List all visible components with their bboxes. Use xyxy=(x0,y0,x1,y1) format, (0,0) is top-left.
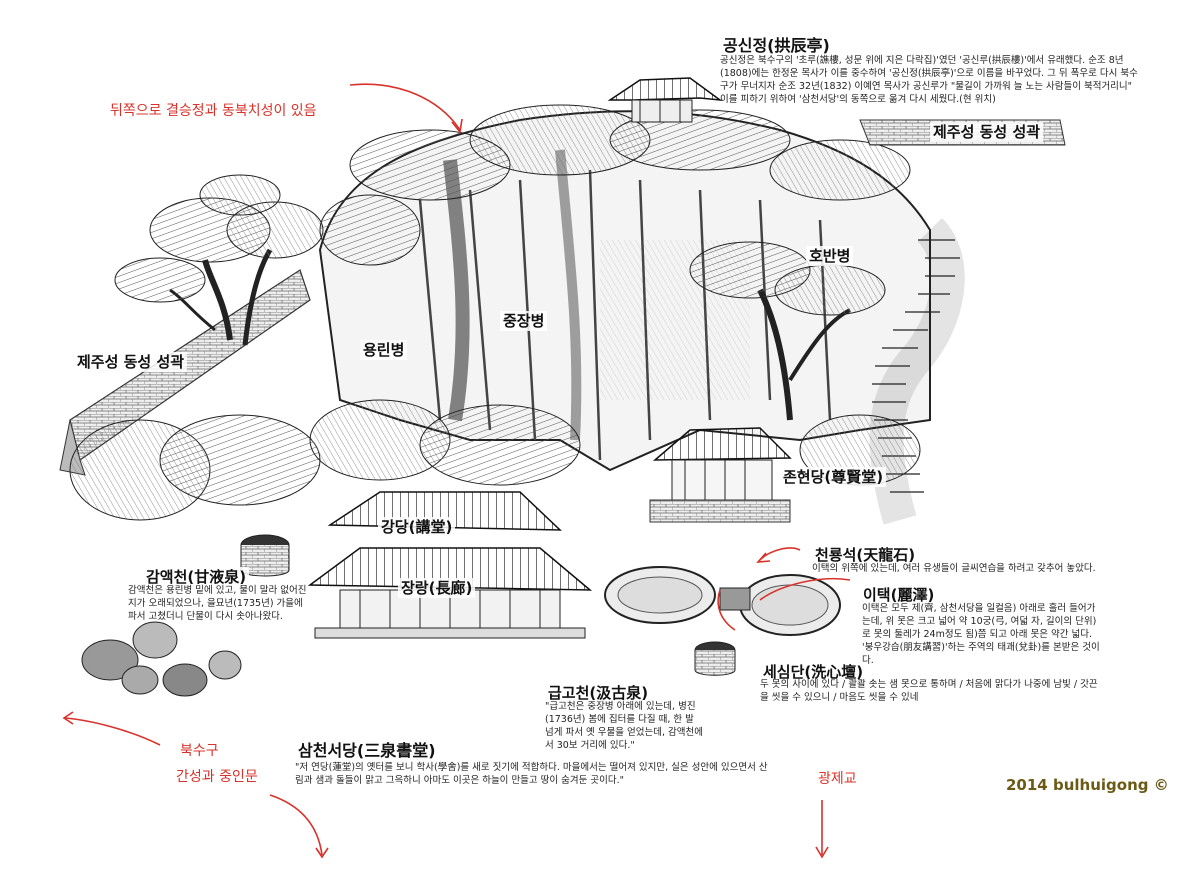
rock-pile xyxy=(81,621,242,697)
buksugu-annotation: 북수구 xyxy=(180,743,219,759)
gansung-annotation: 간성과 중인문 xyxy=(176,769,258,785)
itaek-label: 이택(麗澤) xyxy=(860,585,938,605)
behind-note-annotation: 뒤쪽으로 결승정과 동북치성이 있음 xyxy=(110,103,317,119)
shrub-row xyxy=(69,399,921,521)
hobanbyeong-label: 호반병 xyxy=(806,246,854,266)
gamaekcheon-description: 감액천은 용린병 밑에 있고, 물이 말라 없어진 지가 오래되었으나, 을묘년… xyxy=(128,585,307,622)
cheonryongseok-label: 천룡석(天龍石) xyxy=(812,545,919,565)
geupgocheon-label: 급고천(汲古泉) xyxy=(545,683,652,703)
sesimdan-label: 세심단(洗心壇) xyxy=(760,662,867,682)
jonhyeondang-label: 존현당(尊賢堂) xyxy=(780,467,887,487)
gongsinjeong-pavilion-drawing xyxy=(607,77,723,123)
gangdang-label: 강당(講堂) xyxy=(378,517,456,537)
jeju-east-wall-label-right: 제주성 동성 성곽 xyxy=(930,122,1044,142)
gamaekcheon-well xyxy=(240,534,290,577)
gongsinjeong-description: 공신정은 북수구의 '초루(譙樓, 성문 위에 지은 다락집)'였던 '공신루(… xyxy=(720,55,1138,105)
annotation-arrows xyxy=(62,83,851,859)
itaek-description: 이택은 모두 제(齊, 삼천서당을 일컬음) 아래로 흘러 들어가는데, 위 못… xyxy=(862,603,1100,666)
geupgocheon-well xyxy=(694,641,736,676)
sesimdan-description: 두 못의 사이에 있다 / 콸콸 솟는 샘 못으로 통하며 / 처음에 맑다가 … xyxy=(760,679,1098,703)
cheonryongseok-description: 이택의 위쪽에 있는데, 여러 유생들이 글씨연습을 하려고 갖추어 놓았다. xyxy=(812,563,1096,574)
gangdang-jangrang-buildings xyxy=(307,491,593,639)
gamaekcheon-label: 감액천(甘液泉) xyxy=(143,567,250,587)
gwangjegyo-annotation: 광제교 xyxy=(818,771,857,787)
itaek-ponds xyxy=(604,566,841,636)
jangrang-label: 장랑(長廊) xyxy=(398,578,476,598)
yongrinbyeong-label: 용린병 xyxy=(360,340,408,360)
jungjangbyeong-label: 중장병 xyxy=(500,311,548,331)
jeju-east-wall-label-left: 제주성 동성 성곽 xyxy=(74,352,188,372)
geupgocheon-description: "급고천은 중장병 아래에 있는데, 병진(1736년) 봄에 집터를 다질 때… xyxy=(545,701,703,751)
right-pine-tree xyxy=(689,241,886,421)
jonhyeondang-building xyxy=(649,427,792,523)
left-pine-trees xyxy=(114,174,324,346)
cliff-top-vegetation xyxy=(319,104,911,266)
copyright-credit: 2014 bulhuigong © xyxy=(1006,776,1169,794)
samcheonseodang-description: "저 연당(蓮堂)의 옛터를 보니 학사(學舍)를 새로 짓기에 적합하다. 마… xyxy=(295,762,768,786)
gongsinjeong-title: 공신정(拱辰亭) xyxy=(720,36,833,56)
samcheonseodang-label: 삼천서당(三泉書堂) xyxy=(295,741,439,761)
